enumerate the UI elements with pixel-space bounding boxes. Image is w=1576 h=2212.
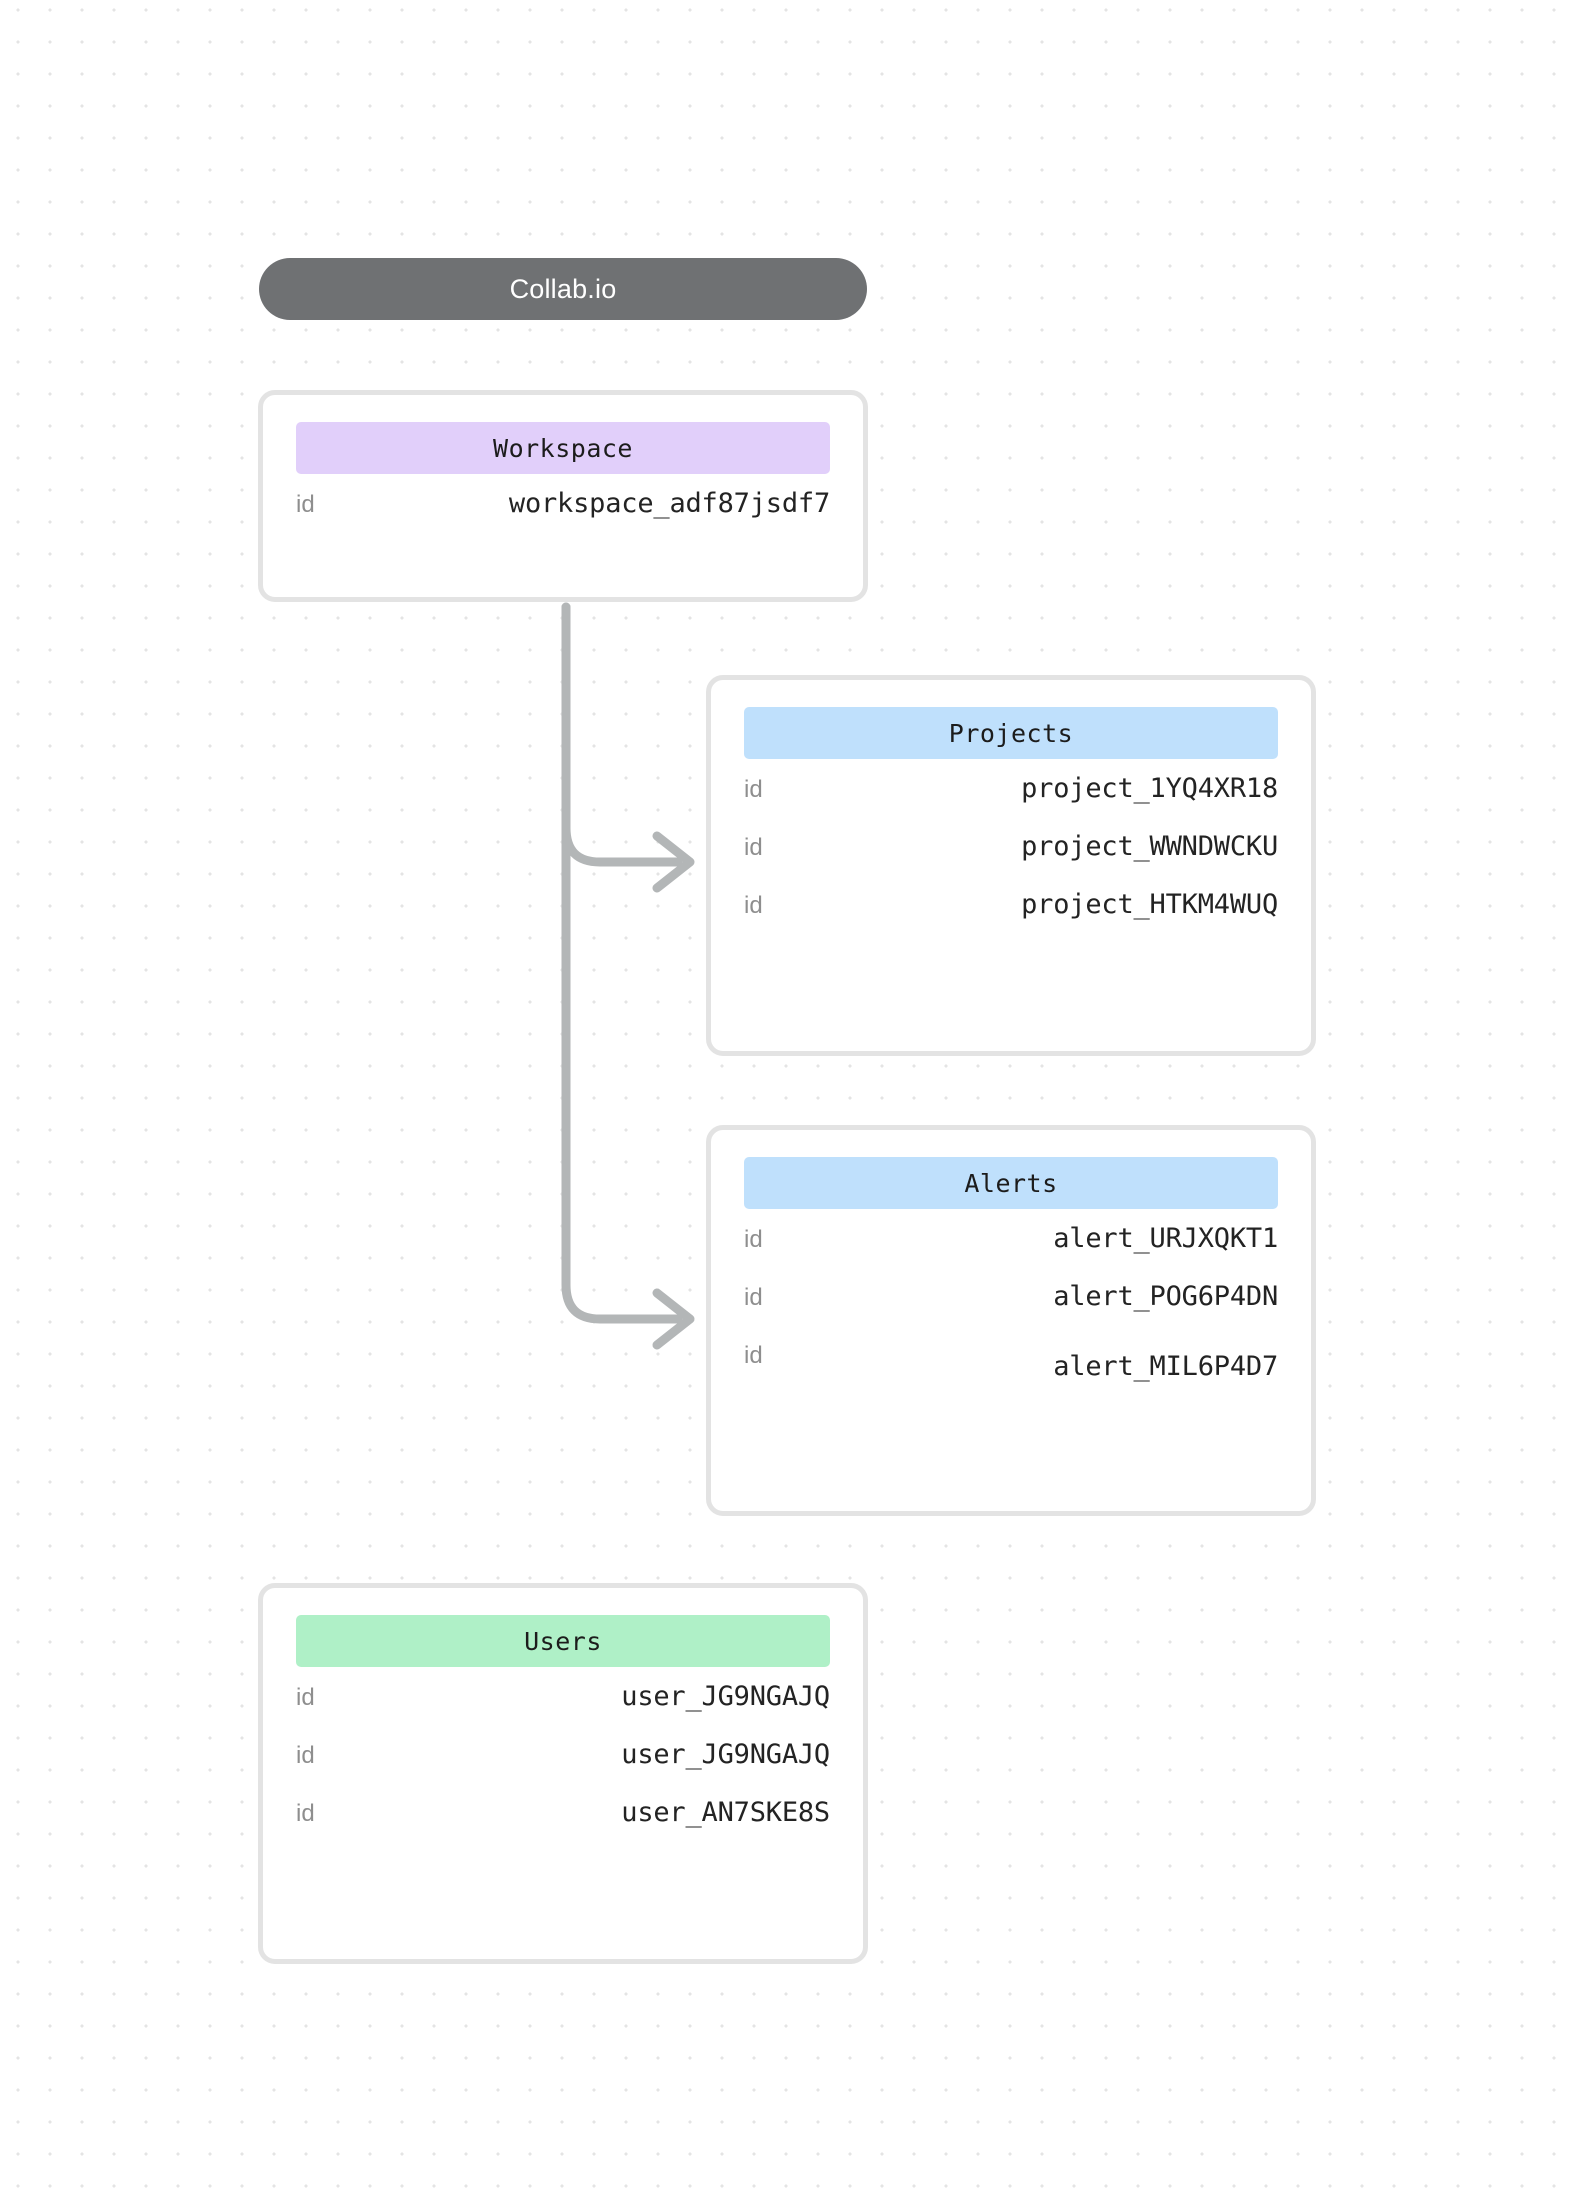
table-row[interactable]: id project_HTKM4WUQ	[744, 889, 1278, 947]
entity-header-users: Users	[296, 1615, 830, 1667]
row-key: id	[296, 491, 315, 518]
table-row[interactable]: id workspace_adf87jsdf7	[296, 488, 830, 546]
row-key: id	[296, 1742, 315, 1769]
row-value: project_1YQ4XR18	[1021, 773, 1278, 804]
table-row[interactable]: id project_1YQ4XR18	[744, 773, 1278, 831]
entity-rows-workspace: id workspace_adf87jsdf7	[296, 474, 830, 572]
table-row[interactable]: id user_JG9NGAJQ	[296, 1739, 830, 1797]
row-key: id	[744, 1342, 763, 1369]
connector-workspace-to-projects-arrowhead	[652, 831, 695, 893]
row-key: id	[744, 1226, 763, 1253]
row-key: id	[296, 1800, 315, 1827]
row-value: user_JG9NGAJQ	[621, 1681, 830, 1712]
entity-title-users: Users	[524, 1626, 602, 1656]
entity-rows-alerts: id alert_URJXQKT1 id alert_POG6P4DN id a…	[744, 1209, 1278, 1423]
row-key: id	[744, 892, 763, 919]
table-row[interactable]: id alert_URJXQKT1	[744, 1223, 1278, 1281]
row-key: id	[744, 776, 763, 803]
connector-workspace-to-projects	[561, 602, 683, 867]
connector-workspace-to-alerts-arrowhead	[652, 1288, 695, 1350]
entity-title-workspace: Workspace	[493, 433, 633, 463]
row-key: id	[296, 1684, 315, 1711]
row-value: user_JG9NGAJQ	[621, 1739, 830, 1770]
row-value: project_HTKM4WUQ	[1021, 889, 1278, 920]
row-value: alert_POG6P4DN	[1053, 1281, 1278, 1312]
connector-workspace-to-alerts	[561, 602, 683, 1324]
root-node-collab-io[interactable]: Collab.io	[259, 258, 867, 320]
entity-header-workspace: Workspace	[296, 422, 830, 474]
entity-card-users[interactable]: Users id user_JG9NGAJQ id user_JG9NGAJQ …	[258, 1583, 868, 1964]
table-row[interactable]: id user_JG9NGAJQ	[296, 1681, 830, 1739]
table-row[interactable]: id project_WWNDWCKU	[744, 831, 1278, 889]
row-key: id	[744, 1284, 763, 1311]
entity-card-workspace[interactable]: Workspace id workspace_adf87jsdf7	[258, 390, 868, 602]
table-row[interactable]: id alert_MIL6P4D7	[744, 1339, 1278, 1397]
row-value: user_AN7SKE8S	[621, 1797, 830, 1828]
row-key: id	[744, 834, 763, 861]
entity-card-alerts[interactable]: Alerts id alert_URJXQKT1 id alert_POG6P4…	[706, 1125, 1316, 1516]
table-row[interactable]: id user_AN7SKE8S	[296, 1797, 830, 1855]
row-value: workspace_adf87jsdf7	[508, 488, 830, 519]
row-value: alert_MIL6P4D7	[1053, 1351, 1278, 1382]
root-node-label: Collab.io	[509, 273, 617, 304]
entity-rows-users: id user_JG9NGAJQ id user_JG9NGAJQ id use…	[296, 1667, 830, 1881]
entity-title-alerts: Alerts	[964, 1168, 1058, 1198]
entity-header-projects: Projects	[744, 707, 1278, 759]
entity-rows-projects: id project_1YQ4XR18 id project_WWNDWCKU …	[744, 759, 1278, 973]
row-value: alert_URJXQKT1	[1053, 1223, 1278, 1254]
entity-card-projects[interactable]: Projects id project_1YQ4XR18 id project_…	[706, 675, 1316, 1056]
entity-title-projects: Projects	[948, 718, 1074, 748]
entity-header-alerts: Alerts	[744, 1157, 1278, 1209]
row-value: project_WWNDWCKU	[1021, 831, 1278, 862]
table-row[interactable]: id alert_POG6P4DN	[744, 1281, 1278, 1339]
